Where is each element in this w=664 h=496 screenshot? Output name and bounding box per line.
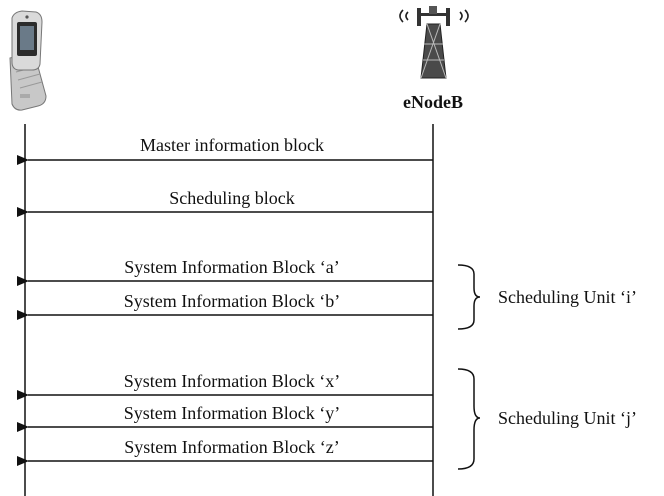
message-label-sib-b: System Information Block ‘b’ xyxy=(124,291,340,311)
mobile-phone-icon xyxy=(9,10,47,111)
cell-tower-icon xyxy=(399,6,469,79)
scheduling-unit-j-label: Scheduling Unit ‘j’ xyxy=(498,408,637,428)
enodeb-label: eNodeB xyxy=(403,92,463,112)
message-label-sib-x: System Information Block ‘x’ xyxy=(124,371,340,391)
message-label-sib-z: System Information Block ‘z’ xyxy=(124,437,339,457)
scheduling-unit-i-label: Scheduling Unit ‘i’ xyxy=(498,287,637,307)
message-label-sib-y: System Information Block ‘y’ xyxy=(124,403,340,423)
message-label-sib-a: System Information Block ‘a’ xyxy=(124,257,339,277)
scheduling-unit-i-brace xyxy=(457,264,481,330)
message-label-scheduling-block: Scheduling block xyxy=(169,188,294,208)
scheduling-unit-j-brace xyxy=(457,368,481,470)
message-label-mib: Master information block xyxy=(140,135,324,155)
